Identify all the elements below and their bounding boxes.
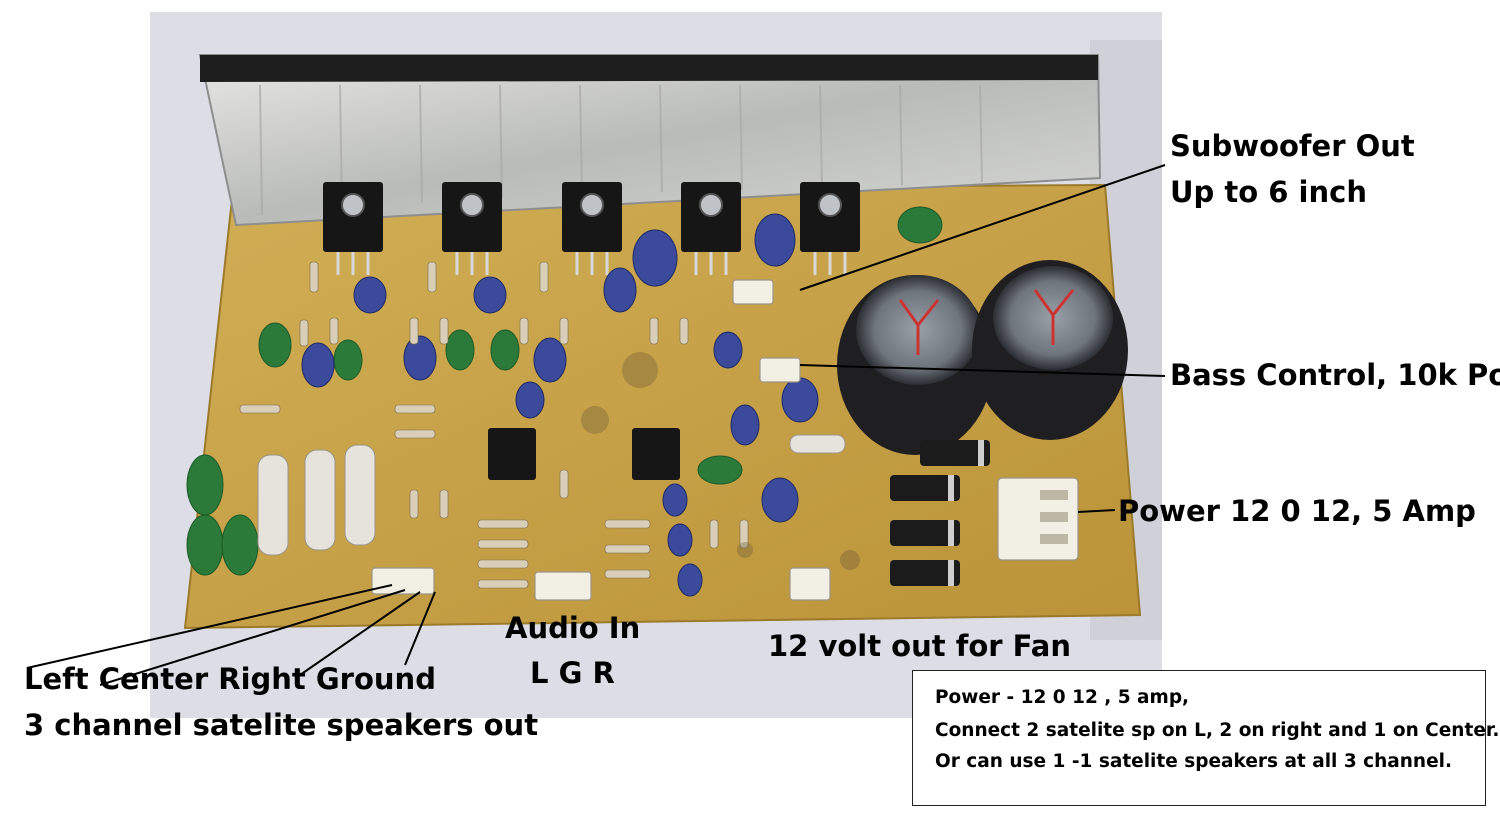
subwoofer-size-label: Up to 6 inch: [1170, 175, 1367, 209]
audio-in-pins-label: L G R: [530, 656, 615, 690]
power-resistors: [257, 434, 846, 556]
blue-capacitors: [301, 213, 819, 597]
resistors: [239, 261, 749, 589]
note-line-2: Connect 2 satelite sp on L, 2 on right a…: [935, 720, 1500, 741]
green-capacitors: [186, 206, 943, 576]
satellite-out-label: 3 channel satelite speakers out: [24, 708, 539, 742]
note-line-3: Or can use 1 -1 satelite speakers at all…: [935, 751, 1453, 772]
filter-capacitors: [837, 260, 1128, 455]
opamp-chips: [488, 428, 680, 480]
note-line-1: Power - 12 0 12 , 5 amp,: [935, 687, 1190, 708]
satellite-pins-label: Left Center Right Ground: [24, 662, 436, 696]
power-note-box: Power - 12 0 12 , 5 amp, Connect 2 satel…: [912, 670, 1499, 806]
fan-out-label: 12 volt out for Fan: [768, 629, 1071, 663]
power-label: Power 12 0 12, 5 Amp: [1118, 494, 1476, 528]
pointer-lines: [26, 164, 1166, 686]
subwoofer-out-label: Subwoofer Out: [1170, 129, 1415, 163]
bass-control-label: Bass Control, 10k Pot: [1170, 358, 1500, 392]
rectifier-diodes: [890, 440, 990, 586]
audio-in-label: Audio In: [505, 611, 641, 645]
